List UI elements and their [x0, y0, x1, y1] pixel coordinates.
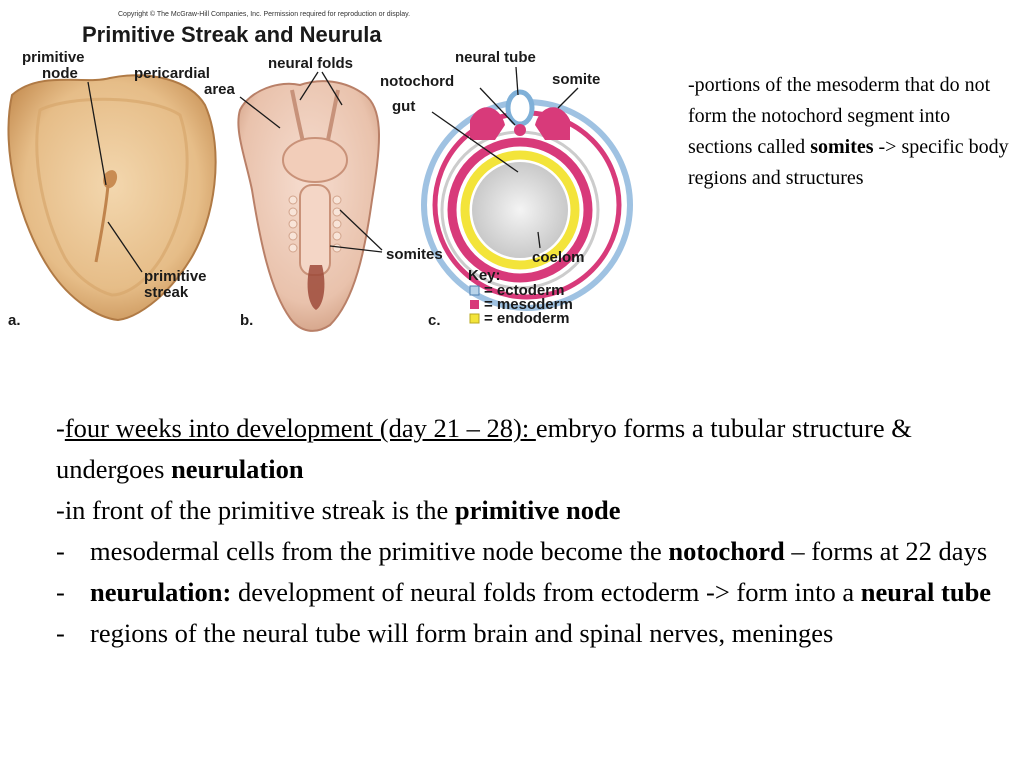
- embryo-figure: Copyright © The McGraw-Hill Companies, I…: [7, 10, 633, 332]
- label-pericardial-2: area: [204, 81, 236, 98]
- cross-section-drawing: [421, 89, 633, 311]
- embryo-a-drawing: [7, 74, 217, 322]
- p2-bold: primitive node: [454, 495, 621, 525]
- embryo-b-drawing: [237, 80, 380, 332]
- key-item-endoderm: = endoderm: [484, 310, 569, 327]
- label-primitive-streak-2: streak: [144, 284, 189, 301]
- key-swatch-endoderm: [469, 313, 480, 324]
- main-text: -four weeks into development (day 21 – 2…: [56, 408, 1006, 654]
- bullet-notochord: -mesodermal cells from the primitive nod…: [56, 531, 1006, 572]
- label-somite: somite: [552, 71, 600, 88]
- key-swatch-ectoderm: [469, 285, 480, 296]
- label-primitive-node-2: node: [42, 65, 78, 82]
- p2-text: -in front of the primitive streak is the: [56, 495, 455, 525]
- figure-title: Primitive Streak and Neurula: [82, 22, 382, 47]
- key-item-ectoderm: = ectoderm: [484, 282, 564, 299]
- leader-lines: [87, 66, 579, 273]
- bullet-dash: -: [56, 618, 65, 648]
- label-primitive-streak-1: primitive: [144, 268, 207, 285]
- label-primitive-node-1: primitive: [22, 49, 85, 66]
- key-swatch-mesoderm: [470, 300, 479, 309]
- b2-bold: neurulation:: [90, 577, 232, 607]
- paragraph-weeks: -four weeks into development (day 21 – 2…: [56, 408, 1006, 490]
- label-notochord: notochord: [380, 73, 454, 90]
- side-note-text: -portions of the mesoderm that do not fo…: [688, 74, 991, 158]
- b3-text: regions of the neural tube will form bra…: [90, 618, 834, 648]
- copyright-notice: Copyright © The McGraw-Hill Companies, I…: [118, 10, 410, 18]
- color-key: Key: = ectoderm = mesoderm = endoderm: [468, 267, 573, 327]
- label-neural-tube: neural tube: [455, 49, 536, 66]
- side-note: -portions of the mesoderm that do not fo…: [688, 70, 1018, 194]
- p1-rest: embryo forms a tubular structure & under…: [56, 413, 912, 484]
- b1-rest: – forms at 22 days: [784, 536, 988, 566]
- bullet-regions: -regions of the neural tube will form br…: [56, 613, 1006, 654]
- b2-rest: development of neural folds from ectoder…: [231, 577, 861, 607]
- key-title: Key:: [468, 267, 501, 284]
- label-coelom: coelom: [532, 249, 585, 266]
- label-somites: somites: [386, 246, 443, 263]
- side-note-bold: somites: [810, 136, 874, 158]
- b2-bold-2: neural tube: [860, 577, 992, 607]
- label-gut: gut: [392, 98, 415, 115]
- panel-label-a: a.: [8, 312, 21, 329]
- side-note-text-2: -> specific body regions and structures: [688, 136, 1009, 189]
- p1-bold: neurulation: [171, 454, 304, 484]
- p1-prefix: -: [56, 413, 65, 443]
- key-item-mesoderm: = mesoderm: [484, 296, 573, 313]
- bullet-dash: -: [56, 536, 65, 566]
- p1-underlined: four weeks into development (day 21 – 28…: [64, 413, 536, 443]
- label-pericardial-1: pericardial: [134, 65, 210, 82]
- b1-bold: notochord: [668, 536, 785, 566]
- b1-text: mesodermal cells from the primitive node…: [90, 536, 669, 566]
- label-neural-folds: neural folds: [268, 55, 353, 72]
- panel-label-c: c.: [428, 312, 441, 329]
- bullet-dash: -: [56, 577, 65, 607]
- paragraph-primitive-node: -in front of the primitive streak is the…: [56, 490, 1006, 531]
- bullet-neurulation: -neurulation: development of neural fold…: [56, 572, 1006, 613]
- panel-label-b: b.: [240, 312, 253, 329]
